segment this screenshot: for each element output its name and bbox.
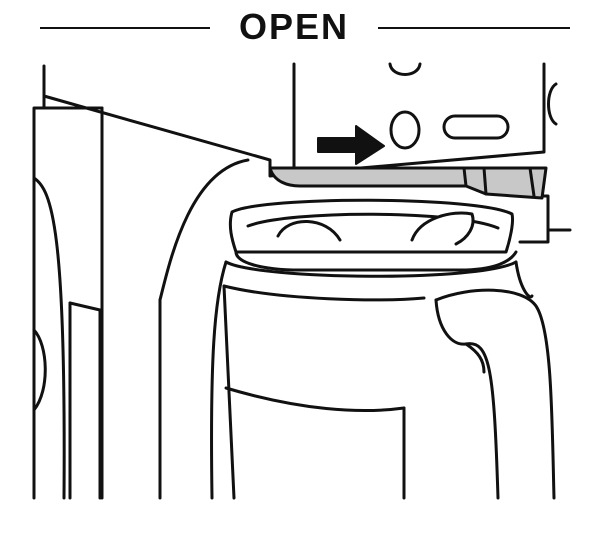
title-rule-right (378, 27, 570, 29)
carafe-handle (434, 288, 556, 500)
title-bar: OPEN (0, 0, 596, 54)
title-label: OPEN (238, 6, 350, 47)
carafe-lid (228, 198, 518, 272)
title-rule-left (40, 27, 210, 29)
open-lever (268, 166, 548, 200)
right-arrow-icon (317, 125, 385, 165)
carafe-body (210, 260, 534, 500)
machine-housing-left (32, 64, 250, 500)
lock-indicator (389, 110, 510, 150)
brew-head-housing (42, 62, 572, 244)
